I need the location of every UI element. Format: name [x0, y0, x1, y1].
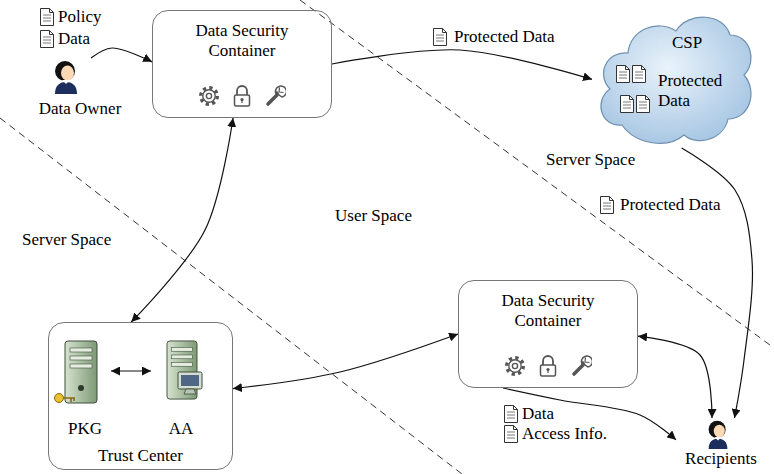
node-label: PKG [68, 419, 102, 439]
free-label: Server Space [22, 230, 111, 250]
trust-center-box: Trust Center PKG AA [48, 322, 233, 470]
node-label: Data Security Container [473, 291, 623, 330]
free-label: User Space [335, 206, 412, 226]
free-label: Data [58, 29, 90, 49]
document-icon [41, 9, 54, 26]
key-icon [55, 394, 76, 403]
edge-label: Protected Data [618, 195, 723, 215]
space-divider [0, 118, 462, 474]
person-icon [55, 61, 77, 94]
space-divider [300, 0, 774, 348]
node-label: Data Security Container [167, 21, 317, 60]
free-label: Policy [58, 7, 101, 27]
document-icon [617, 66, 630, 83]
lock-icon [541, 356, 556, 376]
node-label: Protected Data [658, 71, 732, 110]
flow-arrow [638, 336, 712, 418]
document-icon [633, 66, 646, 83]
user-figure: Recipients [676, 418, 766, 470]
document-icon [621, 96, 634, 113]
flow-arrow [332, 50, 592, 80]
node-label: CSP [672, 33, 722, 53]
flow-arrow [233, 334, 458, 389]
gear-icon [507, 358, 524, 375]
server-node: AA [151, 339, 211, 439]
document-icon [505, 426, 518, 443]
document-icon [434, 29, 447, 46]
server-node: PKG [59, 339, 111, 439]
flow-arrow [131, 118, 233, 322]
document-icon [41, 31, 54, 48]
node-label: Trust Center [98, 446, 183, 466]
document-icon [505, 406, 518, 423]
wrench-icon [574, 356, 592, 374]
cloud-node: CSP Protected Data [592, 5, 755, 148]
document-icon [637, 96, 650, 113]
node-label: Data Owner [39, 99, 122, 119]
server-icon [65, 341, 97, 403]
free-label: Access Info. [522, 424, 607, 444]
cloud-outline [601, 17, 751, 143]
server-icon [167, 341, 197, 399]
container-box: Data Security Container [152, 10, 332, 118]
node-label: Recipients [685, 449, 757, 469]
flow-arrow [91, 48, 152, 62]
monitor-icon [178, 372, 202, 394]
wrench-icon [268, 86, 286, 104]
node-label: AA [169, 419, 194, 439]
user-figure: Data Owner [25, 58, 135, 120]
gear-icon [201, 88, 218, 105]
flow-arrow [111, 370, 151, 371]
edge-label: Protected Data [452, 27, 557, 47]
free-label: Server Space [546, 150, 635, 170]
flow-arrow [682, 148, 753, 418]
free-label: Data [522, 404, 554, 424]
document-icon [601, 197, 614, 214]
person-icon [709, 421, 728, 449]
container-box: Data Security Container [458, 280, 638, 388]
lock-icon [235, 86, 250, 106]
